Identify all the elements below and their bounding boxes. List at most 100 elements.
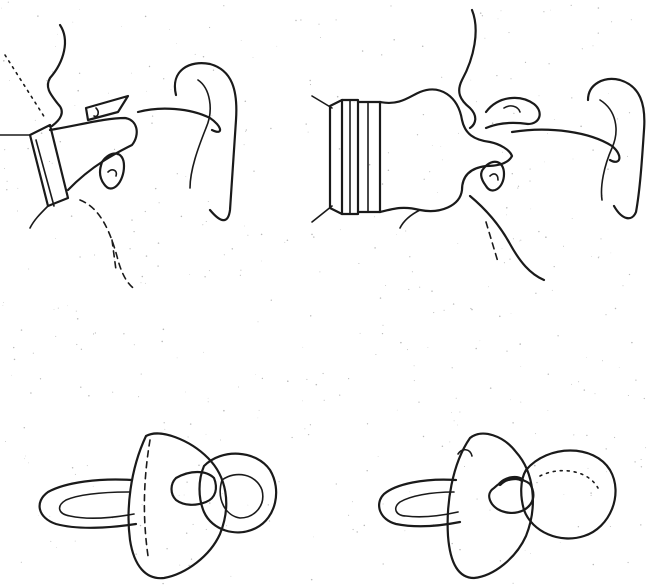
grain-speck xyxy=(476,101,477,102)
grain-speck xyxy=(530,209,531,210)
pacifier-shield xyxy=(448,434,533,578)
grain-speck xyxy=(360,333,361,334)
grain-speck xyxy=(324,400,325,401)
grain-speck xyxy=(133,231,134,232)
grain-speck xyxy=(49,161,50,162)
grain-speck xyxy=(209,502,210,503)
grain-speck xyxy=(571,384,572,385)
grain-speck xyxy=(431,290,433,292)
grain-speck xyxy=(323,373,324,374)
grain-speck xyxy=(223,5,224,6)
grain-speck xyxy=(600,238,601,239)
grain-speck xyxy=(519,241,520,242)
grain-speck xyxy=(222,493,223,494)
grain-speck xyxy=(442,160,443,161)
grain-speck xyxy=(247,235,248,236)
grain-speck xyxy=(75,474,76,475)
grain-speck xyxy=(504,262,505,263)
grain-speck xyxy=(209,27,210,28)
grain-speck xyxy=(306,379,307,380)
grain-speck xyxy=(588,468,589,469)
grain-speck xyxy=(560,542,561,543)
grain-speck xyxy=(163,329,165,331)
grain-speck xyxy=(38,515,39,516)
grain-speck xyxy=(348,515,349,516)
palate-line xyxy=(138,109,220,132)
grain-speck xyxy=(181,216,183,218)
grain-speck xyxy=(55,46,56,47)
grain-speck xyxy=(76,311,77,312)
grain-speck xyxy=(291,437,292,438)
grain-speck xyxy=(79,73,80,74)
grain-speck xyxy=(381,54,382,55)
grain-speck xyxy=(79,9,80,10)
grain-speck xyxy=(179,565,180,566)
grain-speck xyxy=(578,526,579,527)
grain-speck xyxy=(202,224,203,225)
grain-speck xyxy=(238,387,239,388)
grain-speck xyxy=(245,101,247,103)
grain-speck xyxy=(501,10,502,11)
grain-speck xyxy=(177,173,178,174)
grain-speck xyxy=(140,525,141,526)
grain-speck xyxy=(453,303,454,304)
grain-speck xyxy=(145,211,146,212)
grain-speck xyxy=(547,133,548,134)
grain-speck xyxy=(382,183,384,185)
grain-speck xyxy=(72,22,73,23)
grain-speck xyxy=(206,529,207,530)
grain-speck xyxy=(169,29,170,30)
grain-speck xyxy=(320,37,321,38)
grain-speck xyxy=(584,389,585,390)
grain-speck xyxy=(306,123,307,124)
grain-speck xyxy=(611,21,612,22)
grain-speck xyxy=(623,285,624,286)
grain-speck xyxy=(400,342,402,344)
nipple-highlight xyxy=(540,471,598,488)
grain-speck xyxy=(405,230,406,231)
grain-speck xyxy=(518,186,519,187)
grain-speck xyxy=(28,463,29,464)
grain-speck xyxy=(543,11,544,12)
grain-speck xyxy=(580,126,582,128)
grain-speck xyxy=(380,297,381,298)
grain-speck xyxy=(212,115,213,116)
grain-speck xyxy=(308,434,309,435)
grain-speck xyxy=(397,410,398,411)
grain-speck xyxy=(14,359,16,361)
grain-speck xyxy=(628,562,629,563)
grain-speck xyxy=(554,119,555,120)
grain-speck xyxy=(141,282,142,283)
grain-speck xyxy=(629,112,630,113)
grain-speck xyxy=(129,248,130,249)
grain-speck xyxy=(262,378,263,379)
grain-speck xyxy=(640,524,641,525)
grain-speck xyxy=(232,248,233,249)
grain-speck xyxy=(393,39,395,41)
grain-speck xyxy=(520,402,521,403)
grain-speck xyxy=(7,181,8,182)
throat-dashed-line xyxy=(486,222,498,262)
grain-speck xyxy=(539,95,540,96)
grain-speck xyxy=(195,54,196,55)
upper-lip-detail xyxy=(504,106,520,112)
grain-speck xyxy=(309,80,310,81)
grain-speck xyxy=(517,188,518,189)
grain-speck xyxy=(383,563,384,564)
grain-speck xyxy=(255,374,256,375)
grain-speck xyxy=(244,144,245,145)
grain-speck xyxy=(608,93,609,94)
grain-speck xyxy=(519,343,521,345)
grain-speck xyxy=(87,465,88,466)
grain-speck xyxy=(390,5,391,6)
grain-speck xyxy=(429,171,430,172)
grain-speck xyxy=(188,565,189,566)
grain-speck xyxy=(590,492,591,493)
grain-speck xyxy=(240,275,241,276)
grain-speck xyxy=(241,40,242,41)
grain-speck xyxy=(457,425,458,426)
grain-speck xyxy=(203,352,204,353)
grain-speck xyxy=(35,120,36,121)
grain-speck xyxy=(24,427,25,428)
grain-speck xyxy=(339,394,340,395)
